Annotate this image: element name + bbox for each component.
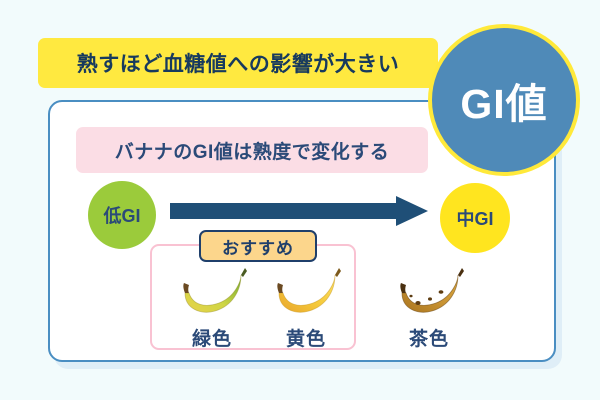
banana-yellow-label: 黄色 xyxy=(285,329,326,350)
banana-green-icon xyxy=(158,262,266,320)
mid-gi-badge: 中GI xyxy=(440,183,510,253)
banana-brown-label: 茶色 xyxy=(408,329,449,350)
banana-item-yellow: 黄色 xyxy=(252,262,360,351)
subheadline-banner: バナナのGI値は熟度で変化する xyxy=(76,127,428,173)
low-gi-label: 低GI xyxy=(103,206,141,226)
subheadline-text: バナナのGI値は熟度で変化する xyxy=(114,141,390,163)
headline-text: 熟すほど血糖値への影響が大きい xyxy=(76,53,400,76)
banana-item-brown: 茶色 xyxy=(375,262,483,351)
gi-value-label: GI値 xyxy=(460,81,548,127)
recommend-badge-label: おすすめ xyxy=(222,238,294,258)
banana-yellow-icon xyxy=(252,262,360,320)
headline-banner: 熟すほど血糖値への影響が大きい xyxy=(38,38,438,88)
recommend-badge: おすすめ xyxy=(199,230,317,262)
mid-gi-label: 中GI xyxy=(456,209,494,229)
banana-green-label: 緑色 xyxy=(191,329,232,350)
banana-item-green: 緑色 xyxy=(158,262,266,351)
banana-brown-icon xyxy=(375,262,483,320)
gi-value-badge: GI値 xyxy=(428,24,580,176)
low-gi-badge: 低GI xyxy=(88,181,156,249)
ripeness-arrow xyxy=(170,196,428,226)
